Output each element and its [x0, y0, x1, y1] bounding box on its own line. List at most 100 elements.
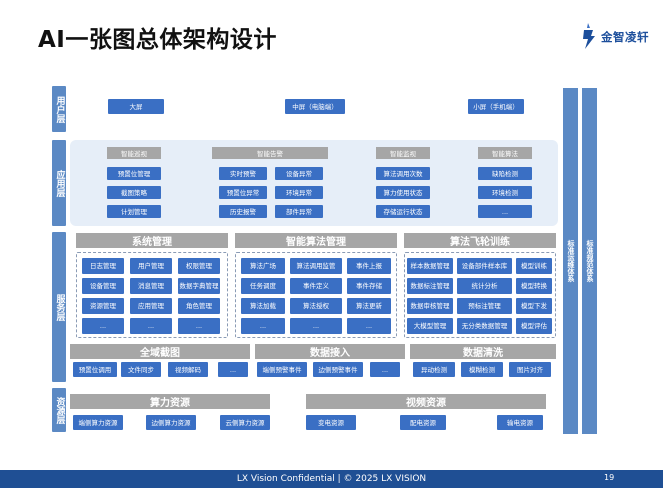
app-node-more: ... [478, 205, 532, 218]
svc-sample-data-mgmt: 样本数据管理 [407, 258, 453, 274]
svc-model-convert: 模型转换 [516, 278, 552, 294]
svc-stat-analysis: 统计分析 [457, 278, 512, 294]
layer-label-service: 服务层 [52, 232, 66, 382]
logo-mark-icon [583, 23, 595, 49]
user-node-medium-screen: 中屏（电脑端） [285, 99, 345, 114]
side-spec-system: 标准规范体系 [582, 88, 597, 434]
svc-event-storage: 事件存储 [347, 278, 391, 294]
svc-ingest-more: ... [370, 362, 400, 377]
service-box-system [76, 252, 228, 338]
svc-algo-more-2: ... [290, 318, 342, 334]
service-header-clean: 数据清洗 [410, 344, 556, 359]
page-number: 19 [604, 473, 615, 482]
svc-perm-mgmt: 权限管理 [178, 258, 220, 274]
app-group-title-monitor: 智能监视 [376, 147, 430, 159]
svc-app-mgmt: 应用管理 [130, 298, 172, 314]
service-header-algo: 智能算法管理 [235, 233, 397, 248]
svc-event-define: 事件定义 [290, 278, 342, 294]
side-ops-system: 标准运维体系 [563, 88, 578, 434]
service-box-algo [235, 252, 397, 338]
svc-sys-more-2: ... [130, 318, 172, 334]
svc-sys-more-3: ... [178, 318, 220, 334]
layer-label-user-text: 用户层 [54, 95, 65, 123]
app-node-env-detect: 环境检测 [478, 186, 532, 199]
svc-dict-mgmt: 数据字典管理 [178, 278, 220, 294]
service-header-capture: 全域截图 [70, 344, 250, 359]
svc-algo-more-3: ... [347, 318, 391, 334]
svc-file-sync: 文件同步 [121, 362, 161, 377]
svc-event-report: 事件上报 [347, 258, 391, 274]
res-cloud-compute: 云侧算力资源 [220, 415, 270, 430]
svc-resource-mgmt: 资源管理 [82, 298, 124, 314]
app-node-device-abnormal: 设备异常 [275, 167, 323, 180]
app-node-env-abnormal: 环境异常 [275, 186, 323, 199]
logo-text: 金智凌轩 [601, 30, 649, 44]
app-node-storage-status: 存储运行状态 [376, 205, 430, 218]
service-header-ingest: 数据接入 [255, 344, 405, 359]
company-logo: 金智凌轩 [578, 22, 660, 52]
svc-model-eval: 模型评估 [516, 318, 552, 334]
svc-sys-more-1: ... [82, 318, 124, 334]
side-ops-system-text: 标准运维体系 [567, 240, 575, 282]
svc-algo-square: 算法广场 [241, 258, 285, 274]
svc-blur-detect: 模糊检测 [461, 362, 503, 377]
user-node-large-screen: 大屏 [108, 99, 164, 114]
svc-algo-more-1: ... [241, 318, 285, 334]
layer-label-app: 应用层 [52, 140, 66, 226]
user-node-small-screen: 小屏（手机端） [468, 99, 524, 114]
app-group-title-patrol: 智能巡视 [107, 147, 161, 159]
service-header-train: 算法飞轮训练 [404, 233, 556, 248]
svc-user-mgmt: 用户管理 [130, 258, 172, 274]
res-end-compute: 端侧算力资源 [73, 415, 123, 430]
service-box-train [404, 252, 556, 338]
app-node-defect-detect: 缺陷检测 [478, 167, 532, 180]
svc-model-train: 模型训练 [516, 258, 552, 274]
svc-algo-update: 算法更新 [347, 298, 391, 314]
svc-capture-more: ... [218, 362, 248, 377]
svc-log-mgmt: 日志管理 [82, 258, 124, 274]
svc-anomaly-detect: 异动检测 [413, 362, 455, 377]
res-edge-compute: 边侧算力资源 [146, 415, 196, 430]
app-node-realtime-warning: 实时预警 [219, 167, 267, 180]
svc-model-deploy: 模型下发 [516, 298, 552, 314]
res-transmission: 输电资源 [497, 415, 543, 430]
svc-task-schedule: 任务调度 [241, 278, 285, 294]
svc-device-mgmt: 设备管理 [82, 278, 124, 294]
svc-video-decode: 视频解码 [168, 362, 208, 377]
svc-role-mgmt: 角色管理 [178, 298, 220, 314]
app-node-history-alarm: 历史报警 [219, 205, 267, 218]
footer-text: LX Vision Confidential | © 2025 LX VISIO… [236, 474, 427, 484]
svc-llm-mgmt: 大模型管理 [407, 318, 453, 334]
svc-algo-call-supervise: 算法调用监管 [290, 258, 342, 274]
page-title: AI一张图总体架构设计 [38, 27, 277, 53]
app-node-capture-policy: 截图策略 [107, 186, 161, 199]
layer-label-resource-text: 资源层 [54, 396, 65, 424]
service-header-system: 系统管理 [76, 233, 228, 248]
app-node-part-abnormal: 部件异常 [275, 205, 323, 218]
resource-header-compute: 算力资源 [70, 394, 270, 409]
app-node-preset-mgmt: 预置位管理 [107, 167, 161, 180]
app-node-preset-abnormal: 预置位异常 [219, 186, 267, 199]
app-node-algo-call-count: 算法调用次数 [376, 167, 430, 180]
layer-label-resource: 资源层 [52, 388, 66, 432]
svc-edge-end-event: 端侧预警事件 [257, 362, 307, 377]
svc-edge-side-event: 边侧预警事件 [313, 362, 363, 377]
layer-label-app-text: 应用层 [54, 169, 65, 197]
layer-label-service-text: 服务层 [54, 293, 65, 321]
svc-review-mgmt: 数据审核管理 [407, 298, 453, 314]
svc-image-align: 图片对齐 [509, 362, 551, 377]
svc-message-mgmt: 消息管理 [130, 278, 172, 294]
side-spec-system-text: 标准规范体系 [586, 240, 594, 282]
res-distribution: 配电资源 [400, 415, 446, 430]
resource-header-video: 视频资源 [306, 394, 546, 409]
layer-label-user: 用户层 [52, 86, 66, 132]
svc-part-sample-lib: 设备部件样本库 [457, 258, 512, 274]
app-node-plan-mgmt: 计划管理 [107, 205, 161, 218]
svc-unclassified-mgmt: 无分类数据管理 [457, 318, 512, 334]
res-substation: 变电资源 [306, 415, 356, 430]
app-group-title-algorithm: 智能算法 [478, 147, 532, 159]
svc-algo-load: 算法加载 [241, 298, 285, 314]
svc-label-mgmt: 数据标注管理 [407, 278, 453, 294]
footer-bar: LX Vision Confidential | © 2025 LX VISIO… [0, 470, 663, 488]
svc-preset-call: 预置位调用 [73, 362, 117, 377]
